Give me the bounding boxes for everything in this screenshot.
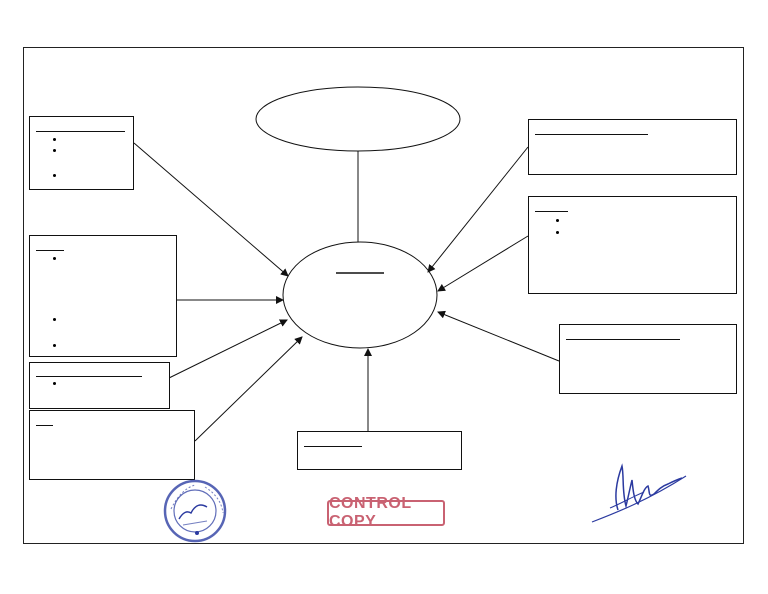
- box-right-1-heading: [535, 134, 648, 135]
- diagram-frame: [23, 47, 744, 544]
- bullet: [53, 318, 56, 321]
- box-right-2-heading: [535, 211, 568, 212]
- box-bottom: [297, 431, 462, 470]
- bullet: [53, 174, 56, 177]
- box-right-3: [559, 324, 737, 394]
- bullet: [53, 149, 56, 152]
- arrow-right-2: [437, 235, 529, 292]
- box-left-4-heading: [36, 425, 53, 426]
- handwritten-signature: [591, 463, 687, 523]
- box-left-2: [29, 235, 177, 357]
- box-right-3-heading: [566, 339, 680, 340]
- box-left-2-heading: [36, 250, 64, 251]
- bullet: [53, 382, 56, 385]
- box-right-2: [528, 196, 737, 294]
- company-seal: [163, 479, 227, 543]
- arrow-left-4: [194, 336, 303, 442]
- control-copy-stamp: CONTROL COPY: [327, 495, 445, 530]
- bullet: [53, 138, 56, 141]
- center-process-ellipse: [282, 241, 438, 349]
- box-left-3: [29, 362, 170, 409]
- bullet: [53, 344, 56, 347]
- top-node-ellipse: [255, 86, 461, 152]
- arrow-right-1: [427, 146, 529, 273]
- arrow-right-3: [437, 310, 560, 362]
- arrow-left-1: [133, 142, 289, 277]
- bullet: [556, 219, 559, 222]
- arrow-left-3: [168, 319, 288, 379]
- box-bottom-heading: [304, 446, 362, 447]
- box-left-4: [29, 410, 195, 480]
- bullet: [556, 231, 559, 234]
- box-left-3-heading: [36, 376, 142, 377]
- box-left-1-heading: [36, 131, 125, 132]
- box-left-1: [29, 116, 134, 190]
- bullet: [53, 257, 56, 260]
- box-right-1: [528, 119, 737, 175]
